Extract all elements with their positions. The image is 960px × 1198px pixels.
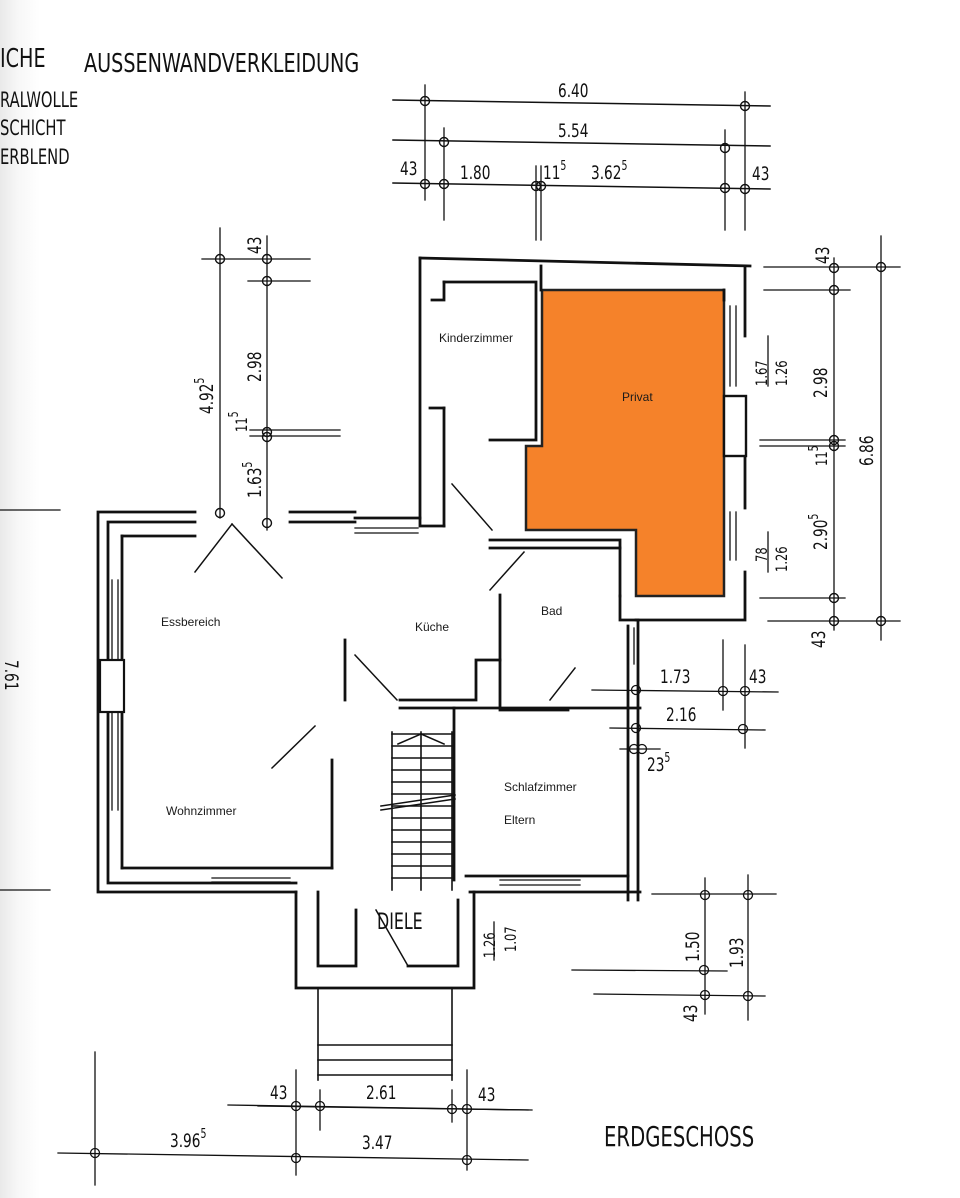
dim-top-overall: 6.40 — [558, 80, 589, 102]
room-label-diele[interactable]: DIELE — [377, 910, 423, 935]
dim-right-overall: 6.86 — [856, 435, 878, 466]
dim-left-partition: 115 — [227, 411, 251, 432]
legend-line-2: SCHICHT — [0, 116, 66, 140]
room-label-kinderzimmer[interactable]: Kinderzimmer — [439, 331, 514, 345]
dim-right-upper: 2.98 — [810, 367, 832, 398]
dim-top-left-wall: 43 — [400, 158, 418, 180]
dim-top-partition: 115 — [543, 159, 567, 184]
dim-bottom-right-wall: 43 — [478, 1084, 496, 1106]
legend-line-1: RALWOLLE — [0, 88, 79, 112]
floor-name: ERDGESCHOSS — [604, 1120, 755, 1153]
room-label-essbereich[interactable]: Essbereich — [161, 615, 221, 629]
dim-mid-b: 2.16 — [666, 704, 697, 726]
dim-mid-a: 1.73 — [660, 666, 691, 688]
dim-left-lower: 1.635 — [241, 461, 266, 498]
room-label-eltern[interactable]: Eltern — [504, 813, 536, 827]
dim-left-overall: 4.925 — [193, 377, 218, 414]
dim-door-num: 1.26 — [480, 932, 499, 958]
dim-mid-a-wall: 43 — [749, 666, 767, 688]
dim-window-lower-den: 1.26 — [772, 546, 791, 572]
dim-right-lower: 2.905 — [807, 513, 832, 550]
dim-bottom-total: 3.47 — [362, 1132, 393, 1154]
dim-entrance-b: 1.93 — [726, 937, 748, 968]
privat-highlight[interactable] — [524, 288, 726, 598]
dim-left-edge: 7.61 — [0, 660, 22, 691]
dim-top-kinder: 1.80 — [460, 162, 491, 184]
legend-line-3: ERBLEND — [0, 145, 70, 169]
dim-bottom-left-wall: 43 — [270, 1082, 288, 1104]
dim-bottom-inner: 2.61 — [366, 1082, 397, 1104]
room-label-kueche[interactable]: Küche — [415, 620, 450, 634]
room-label-bad[interactable]: Bad — [541, 604, 563, 618]
dim-right-top-wall: 43 — [812, 246, 834, 264]
room-label-privat[interactable]: Privat — [622, 390, 653, 404]
dim-window-lower-num: 78 — [752, 547, 771, 562]
dim-top-right-wall: 43 — [752, 163, 770, 185]
dim-left-top-wall: 43 — [244, 236, 266, 254]
dim-right-partition: 115 — [807, 445, 831, 466]
dim-top-privat: 3.625 — [591, 159, 628, 184]
dim-top-inner: 5.54 — [558, 120, 589, 142]
dim-mid-c: 235 — [647, 751, 671, 776]
header-title: AUSSENWANDVERKLEIDUNG — [84, 49, 360, 79]
dim-window-upper-den: 1.26 — [772, 360, 791, 386]
dim-bottom-left-total: 3.965 — [170, 1127, 207, 1152]
room-label-wohnzimmer[interactable]: Wohnzimmer — [166, 804, 237, 818]
dim-entrance-wall: 43 — [680, 1004, 702, 1022]
dim-door-den: 1.07 — [501, 926, 520, 952]
room-label-schlafzimmer[interactable]: Schlafzimmer — [504, 780, 577, 794]
dim-window-upper-num: 1.67 — [752, 360, 771, 386]
header-title-partial: ICHE — [0, 44, 46, 74]
dim-entrance-a: 1.50 — [682, 931, 704, 962]
dim-right-bottom-wall: 43 — [808, 630, 830, 648]
dim-left-upper: 2.98 — [244, 351, 266, 382]
